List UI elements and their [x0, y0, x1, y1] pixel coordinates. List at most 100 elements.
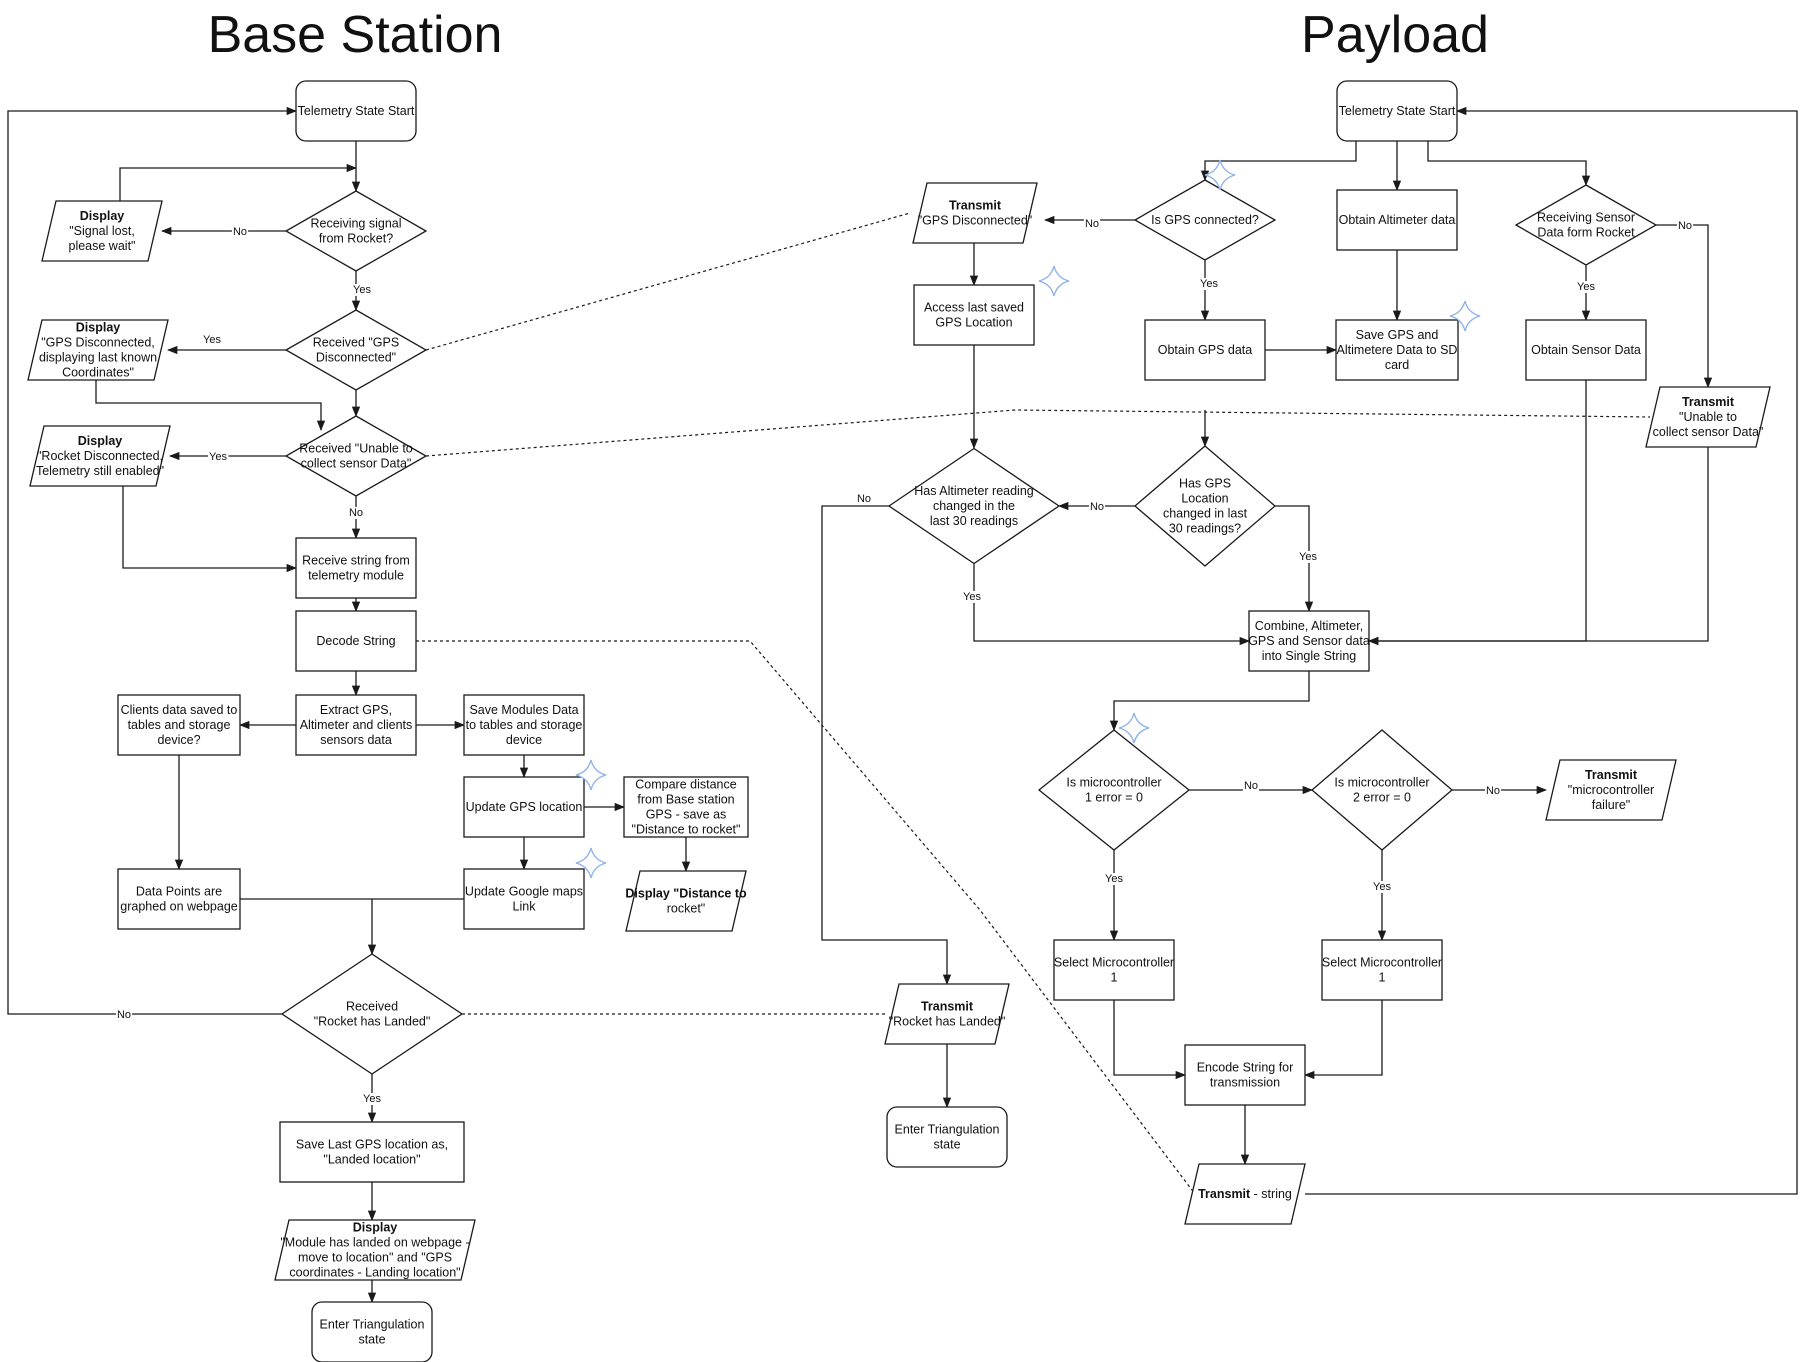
pl-obtain-alt-node: Obtain Altimeter data — [1336, 189, 1458, 251]
svg-text:"GPS Disconnected": "GPS Disconnected" — [918, 214, 1032, 228]
svg-text:Obtain Altimeter data: Obtain Altimeter data — [1339, 213, 1456, 227]
bs-q-landed-node: Received"Rocket has Landed" — [280, 953, 464, 1075]
svg-text:Update Google maps: Update Google maps — [465, 885, 583, 899]
connector-line — [1275, 505, 1314, 613]
svg-text:Compare distance: Compare distance — [635, 778, 736, 792]
svg-text:Received: Received — [346, 1000, 398, 1014]
connector-line — [1303, 1000, 1383, 1080]
no-edge-label: No — [1486, 785, 1500, 797]
yes-edge-label: Yes — [1299, 551, 1317, 563]
no-edge-label: No — [117, 1009, 131, 1021]
connector-line — [1656, 224, 1713, 389]
svg-text:Has Altimeter reading: Has Altimeter reading — [914, 484, 1034, 498]
sparkle-icon — [575, 847, 607, 879]
svg-text:"GPS Disconnected,: "GPS Disconnected, — [41, 336, 155, 350]
svg-text:Save Modules Data: Save Modules Data — [469, 703, 578, 717]
svg-text:state: state — [933, 1138, 960, 1152]
svg-text:Transmit: Transmit — [1585, 768, 1638, 782]
svg-text:"Rocket has Landed": "Rocket has Landed" — [889, 1015, 1006, 1029]
svg-text:Transmit: Transmit — [921, 1000, 974, 1014]
svg-text:changed in last: changed in last — [1163, 507, 1248, 521]
svg-text:Save Last GPS location as,: Save Last GPS location as, — [296, 1138, 448, 1152]
svg-text:device: device — [506, 733, 542, 747]
svg-text:Select Microcontroller: Select Microcontroller — [1322, 956, 1442, 970]
sparkle-icon — [1118, 712, 1150, 744]
svg-text:Receiving signal: Receiving signal — [310, 217, 401, 231]
no-edge-label: No — [1090, 501, 1104, 513]
connector-line — [1305, 106, 1798, 1195]
svg-text:Obtain GPS data: Obtain GPS data — [1158, 343, 1253, 357]
svg-text:Transmit: Transmit — [1682, 395, 1735, 409]
pl-obtain-gps-node: Obtain GPS data — [1144, 319, 1266, 381]
connector-line — [1113, 1000, 1187, 1080]
svg-text:"Signal lost,: "Signal lost, — [69, 224, 135, 238]
sparkle-icon — [1038, 265, 1070, 297]
svg-text:Combine, Altimeter,: Combine, Altimeter, — [1255, 619, 1363, 633]
svg-text:Telemetry State Start: Telemetry State Start — [298, 104, 415, 118]
bs-disp-signal-lost-node: Display"Signal lost,please wait" — [41, 200, 163, 262]
svg-text:Enter Triangulation: Enter Triangulation — [895, 1123, 1000, 1137]
svg-text:Altimetere Data to SD: Altimetere Data to SD — [1337, 343, 1458, 357]
no-edge-label: No — [233, 226, 247, 238]
no-edge-label: No — [349, 507, 363, 519]
svg-text:Encode String for: Encode String for — [1197, 1061, 1294, 1075]
svg-text:failure": failure" — [1592, 798, 1630, 812]
svg-text:"Rocket has Landed": "Rocket has Landed" — [314, 1015, 431, 1029]
svg-text:Display: Display — [78, 434, 123, 448]
svg-text:Location: Location — [1181, 492, 1228, 506]
svg-text:collect sensor Data": collect sensor Data" — [301, 457, 412, 471]
svg-text:Extract GPS,: Extract GPS, — [320, 703, 392, 717]
svg-text:Receiving Sensor: Receiving Sensor — [1537, 211, 1635, 225]
svg-text:Is microcontroller: Is microcontroller — [1066, 776, 1161, 790]
svg-text:graphed on webpage: graphed on webpage — [120, 900, 238, 914]
svg-text:"Landed location": "Landed location" — [323, 1153, 420, 1167]
svg-text:Is GPS connected?: Is GPS connected? — [1151, 213, 1259, 227]
svg-text:displaying last known: displaying last known — [39, 351, 157, 365]
connector-line — [1367, 380, 1587, 646]
svg-text:Data Points are: Data Points are — [136, 885, 222, 899]
svg-text:Clients data saved to: Clients data saved to — [121, 703, 238, 717]
svg-text:Received "Unable to: Received "Unable to — [299, 442, 413, 456]
svg-text:GPS - save as: GPS - save as — [646, 808, 727, 822]
bs-disp-gps-disc-node: Display"GPS Disconnected,displaying last… — [27, 319, 169, 381]
yes-edge-label: Yes — [363, 1093, 381, 1105]
svg-text:Disconnected": Disconnected" — [316, 351, 396, 365]
svg-text:move to location" and "GPS: move to location" and "GPS — [298, 1251, 452, 1265]
connector-line — [119, 163, 358, 201]
pl-tx-landed-node: Transmit"Rocket has Landed" — [884, 983, 1010, 1045]
svg-text:"Rocket Disconnected,: "Rocket Disconnected, — [37, 449, 163, 463]
dashed-link-line — [425, 409, 1651, 457]
svg-text:card: card — [1385, 358, 1409, 372]
svg-text:Transmit - string: Transmit - string — [1198, 1187, 1292, 1201]
yes-edge-label: Yes — [1577, 281, 1595, 293]
svg-text:last 30 readings: last 30 readings — [930, 514, 1018, 528]
bs-disp-landed-node: Display"Module has landed on webpage -mo… — [274, 1219, 476, 1281]
svg-text:from Rocket?: from Rocket? — [319, 232, 393, 246]
svg-text:Decode String: Decode String — [316, 634, 395, 648]
svg-text:transmission: transmission — [1210, 1076, 1280, 1090]
payload-title: Payload — [1301, 6, 1489, 64]
connector-line — [122, 486, 298, 573]
svg-text:"microcontroller: "microcontroller — [1568, 783, 1654, 797]
svg-text:Transmit: Transmit — [949, 199, 1002, 213]
svg-text:Receive string from: Receive string from — [302, 554, 410, 568]
svg-text:state: state — [358, 1333, 385, 1347]
yes-edge-label: Yes — [203, 334, 221, 346]
svg-text:Display "Distance to: Display "Distance to — [625, 887, 747, 901]
no-edge-label: No — [1244, 780, 1258, 792]
